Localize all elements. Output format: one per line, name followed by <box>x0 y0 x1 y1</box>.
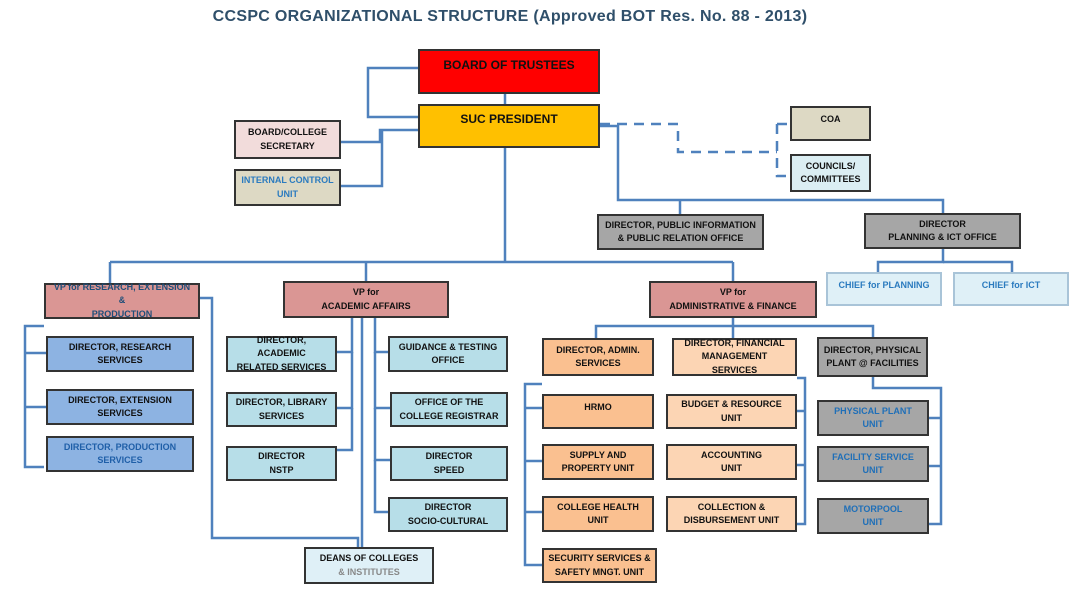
director-library-services-box: DIRECTOR, LIBRARY SERVICES <box>226 392 337 427</box>
councils-committees-label: COUNCILS/ COMMITTEES <box>800 160 861 184</box>
supply-property-unit-box: SUPPLY AND PROPERTY UNIT <box>542 444 654 480</box>
chief-for-planning-box: CHIEF for PLANNING <box>826 272 942 306</box>
deans-label-line1: DEANS OF COLLEGES <box>319 553 419 564</box>
director-socio-cultural-box: DIRECTOR SOCIO-CULTURAL <box>388 497 508 532</box>
vp-research-extension-production-box: VP for RESEARCH, EXTENSION & PRODUCTION <box>44 282 200 319</box>
facility-service-unit-box: FACILITY SERVICE UNIT <box>817 446 929 482</box>
board-of-trustees-box: BOARD OF TRUSTEES <box>418 49 600 94</box>
board-college-secretary-box: BOARD/COLLEGE SECRETARY <box>234 120 341 159</box>
hrmo-box: HRMO <box>542 394 654 429</box>
councils-committees-box: COUNCILS/ COMMITTEES <box>790 154 871 192</box>
chief-for-ict-box: CHIEF for ICT <box>953 272 1069 306</box>
coa-box: COA <box>790 106 871 141</box>
director-research-services-box: DIRECTOR, RESEARCH SERVICES <box>46 336 194 372</box>
director-nstp-box: DIRECTOR NSTP <box>226 446 337 481</box>
director-physical-plant-box: DIRECTOR, PHYSICAL PLANT @ FACILITIES <box>817 337 928 377</box>
suc-president-box: SUC PRESIDENT <box>418 104 600 148</box>
physical-plant-unit-box: PHYSICAL PLANT UNIT <box>817 400 929 436</box>
deans-label-line2: & INSTITUTES <box>338 566 400 577</box>
vp-academic-affairs-box: VP for ACADEMIC AFFAIRS <box>283 281 449 318</box>
director-public-information-box: DIRECTOR, PUBLIC INFORMATION & PUBLIC RE… <box>597 214 764 250</box>
director-extension-services-box: DIRECTOR, EXTENSION SERVICES <box>46 389 194 425</box>
college-health-unit-box: COLLEGE HEALTH UNIT <box>542 496 654 532</box>
deans-colleges-institutes-box: DEANS OF COLLEGES & INSTITUTES <box>304 547 434 584</box>
director-speed-box: DIRECTOR SPEED <box>390 446 508 481</box>
director-academic-related-services-box: DIRECTOR, ACADEMIC RELATED SERVICES <box>226 335 337 372</box>
director-planning-ict-box: DIRECTOR PLANNING & ICT OFFICE <box>864 213 1021 249</box>
security-safety-unit-box: SECURITY SERVICES & SAFETY MNGT. UNIT <box>542 548 657 583</box>
vp-research-label: VP for RESEARCH, EXTENSION & PRODUCTION <box>53 282 191 319</box>
chart-title: CCSPC ORGANIZATIONAL STRUCTURE (Approved… <box>212 8 808 25</box>
vp-administrative-finance-box: VP for ADMINISTRATIVE & FINANCE <box>649 281 817 318</box>
director-admin-services-box: DIRECTOR, ADMIN. SERVICES <box>542 338 654 376</box>
collection-disbursement-unit-box: COLLECTION & DISBURSEMENT UNIT <box>666 496 797 532</box>
director-financial-management-box: DIRECTOR, FINANCIAL MANAGEMENT SERVICES <box>672 338 797 376</box>
budget-resource-unit-box: BUDGET & RESOURCE UNIT <box>666 394 797 429</box>
office-college-registrar-box: OFFICE OF THE COLLEGE REGISTRAR <box>390 392 508 427</box>
accounting-unit-box: ACCOUNTING UNIT <box>666 444 797 480</box>
guidance-testing-office-box: GUIDANCE & TESTING OFFICE <box>388 336 508 372</box>
internal-control-unit-box: INTERNAL CONTROL UNIT <box>234 169 341 206</box>
director-production-services-box: DIRECTOR, PRODUCTION SERVICES <box>46 436 194 472</box>
motorpool-unit-box: MOTORPOOL UNIT <box>817 498 929 534</box>
